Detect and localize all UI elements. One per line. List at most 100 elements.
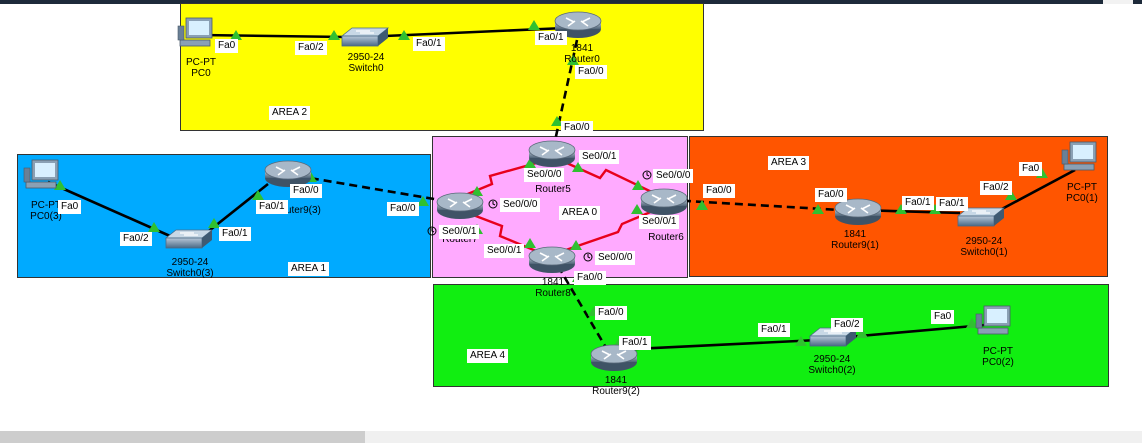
port-label: Fa0/1 — [902, 196, 934, 210]
port-label: Se0/0/1 — [639, 215, 680, 229]
port-label: Fa0/2 — [831, 318, 863, 332]
router-icon[interactable] — [528, 246, 576, 274]
port-label: Se0/0/1 — [439, 225, 480, 239]
switch-icon[interactable] — [341, 27, 389, 47]
pc0-caption[interactable]: PC-PT PC0 — [186, 57, 216, 79]
port-label: Fa0/2 — [295, 41, 327, 55]
device-name: Router8 — [535, 288, 571, 299]
device-model: 2950-24 — [347, 52, 385, 63]
router-icon[interactable] — [436, 192, 484, 220]
device-model: 1841 — [541, 277, 565, 288]
port-label: Se0/0/1 — [579, 150, 620, 164]
pc-icon[interactable] — [177, 17, 213, 47]
device-name: Router0 — [564, 54, 600, 65]
port-label: Fa0/0 — [387, 202, 419, 216]
area-0-label: AREA 0 — [559, 206, 601, 220]
device-name: PC0(3) — [30, 211, 62, 222]
area-2-region — [180, 3, 704, 131]
device-model: 1841 — [604, 375, 628, 386]
port-label: Fa0/1 — [256, 200, 288, 214]
device-name: Router9(1) — [831, 240, 879, 251]
router6-caption[interactable]: Router6 — [648, 232, 684, 243]
device-name: Router6 — [648, 232, 684, 243]
device-name: Router5 — [535, 184, 571, 195]
switch0-3-caption[interactable]: 2950-24 Switch0(3) — [166, 257, 213, 279]
router-icon[interactable] — [640, 188, 688, 216]
router-icon[interactable] — [834, 198, 882, 226]
switch0-caption[interactable]: 2950-24 Switch0 — [348, 52, 385, 74]
area-1-label: AREA 1 — [288, 262, 330, 276]
port-label: Fa0/0 — [703, 184, 735, 198]
port-label: Se0/0/0 — [500, 198, 541, 212]
device-name: Router7 — [442, 234, 478, 245]
device-name: Router9(2) — [592, 386, 640, 397]
device-model: 2950-24 — [965, 236, 1003, 247]
device-name: PC0 — [191, 68, 211, 79]
port-label: Fa0/1 — [619, 336, 651, 350]
port-label: Fa0/0 — [575, 65, 607, 79]
router7-caption[interactable]: Router7 — [442, 234, 478, 245]
port-label: Fa0/2 — [120, 232, 152, 246]
area-3-region — [689, 136, 1108, 277]
router9-3-caption[interactable]: Router9(3) — [273, 205, 321, 216]
port-label: Fa0/0 — [595, 306, 627, 320]
device-model: 1841 — [843, 229, 867, 240]
pc0-3-caption[interactable]: PC-PT PC0(3) — [30, 200, 62, 222]
window-control[interactable] — [1103, 0, 1133, 4]
device-model: 2950-24 — [813, 354, 851, 365]
clock-icon — [427, 170, 652, 262]
port-label: Fa0/0 — [815, 188, 847, 202]
port-label: Fa0/1 — [758, 323, 790, 337]
router8-caption[interactable]: 1841 Router8 — [535, 277, 571, 299]
device-name: Switch0(2) — [808, 365, 856, 376]
router5-caption[interactable]: Router5 — [535, 184, 571, 195]
port-label: Fa0 — [1019, 162, 1043, 176]
port-label: Fa0/0 — [574, 271, 606, 285]
device-model: 1841 — [570, 43, 594, 54]
port-label: Fa0/1 — [535, 31, 567, 45]
router9-2-caption[interactable]: 1841 Router9(2) — [592, 375, 640, 397]
device-name: Router9(3) — [273, 205, 321, 216]
window-top-bar — [0, 0, 1142, 4]
port-label: Se0/0/0 — [653, 169, 694, 183]
device-name: PC0(2) — [982, 357, 1014, 368]
port-label: Se0/0/1 — [484, 244, 525, 258]
port-label: Fa0/0 — [290, 184, 322, 198]
device-name: Switch0 — [348, 63, 384, 74]
pc-icon[interactable] — [975, 305, 1011, 335]
pc-icon[interactable] — [23, 159, 59, 189]
device-model: PC-PT — [186, 57, 216, 68]
port-label: Fa0/1 — [219, 227, 251, 241]
device-model: PC-PT — [31, 200, 61, 211]
port-label: Fa0/1 — [936, 197, 968, 211]
port-label: Fa0/2 — [980, 181, 1012, 195]
pc0-1-caption[interactable]: PC-PT PC0(1) — [1066, 182, 1098, 204]
port-label: Se0/0/0 — [595, 251, 636, 265]
port-label: Fa0/0 — [561, 121, 593, 135]
device-name: PC0(1) — [1066, 193, 1098, 204]
area-2-label: AREA 2 — [269, 106, 311, 120]
port-label: Fa0 — [58, 200, 82, 214]
pc0-2-caption[interactable]: PC-PT PC0(2) — [982, 346, 1014, 368]
port-label: Fa0 — [931, 310, 955, 324]
scrollbar-thumb[interactable] — [0, 431, 365, 443]
area-4-label: AREA 4 — [467, 349, 509, 363]
switch-icon[interactable] — [165, 229, 213, 249]
router9-1-caption[interactable]: 1841 Router9(1) — [831, 229, 879, 251]
switch0-1-caption[interactable]: 2950-24 Switch0(1) — [960, 236, 1007, 258]
device-name: Switch0(1) — [960, 247, 1008, 258]
port-label: Se0/0/0 — [524, 168, 565, 182]
device-name: Switch0(3) — [166, 268, 214, 279]
device-model: 2950-24 — [171, 257, 209, 268]
port-label: Fa0/1 — [413, 37, 445, 51]
router-icon[interactable] — [528, 140, 576, 168]
port-label: Fa0 — [215, 39, 239, 53]
pc-icon[interactable] — [1061, 141, 1097, 171]
area-1-region — [17, 154, 431, 278]
device-model: PC-PT — [983, 346, 1013, 357]
switch0-2-caption[interactable]: 2950-24 Switch0(2) — [808, 354, 855, 376]
router0-caption[interactable]: 1841 Router0 — [564, 43, 600, 65]
device-model: PC-PT — [1067, 182, 1097, 193]
area-3-label: AREA 3 — [768, 156, 810, 170]
